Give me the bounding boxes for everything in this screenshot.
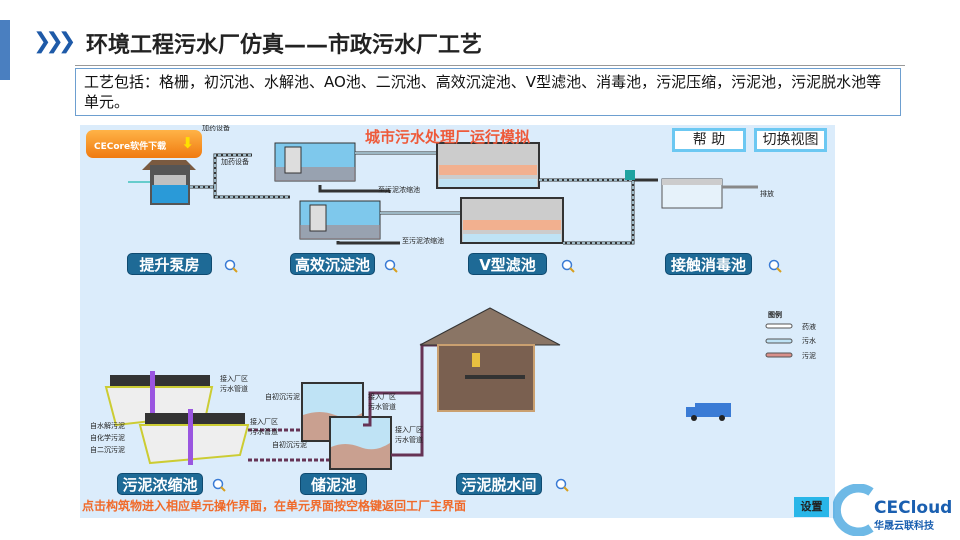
magnifier-icon[interactable] [384, 258, 398, 273]
annotation: 自化学污泥 [90, 434, 125, 442]
chevrons-icon: ❯❯❯ [33, 29, 76, 54]
pump-icon [625, 170, 635, 180]
unit-v-filter[interactable]: V型滤池 [468, 253, 547, 275]
legend-item: 污泥 [802, 352, 816, 360]
simulation-title: 城市污水处理厂运行模拟 [365, 128, 531, 146]
switch-view-button[interactable]: 切换视图 [754, 128, 827, 152]
annotation: 自水解污泥 [90, 422, 125, 430]
unit-pump-house[interactable]: 提升泵房 [127, 253, 212, 275]
cecloud-logo-icon [833, 484, 874, 536]
annotation: 至污泥浓缩池 [402, 237, 444, 245]
magnifier-icon[interactable] [561, 258, 575, 273]
truck-icon [686, 403, 731, 421]
magnifier-icon[interactable] [224, 258, 238, 273]
description-box: 工艺包括：格栅，初沉池、水解池、AO池、二沉池、高效沉淀池、V型滤池、消毒池，污… [75, 68, 901, 116]
high-efficiency-clarifier[interactable] [274, 142, 381, 240]
divider [75, 65, 905, 66]
unit-contact-disinfection[interactable]: 接触消毒池 [665, 253, 752, 275]
legend-title: 图例 [768, 310, 782, 319]
page-title: 环境工程污水厂仿真——市政污水厂工艺 [86, 33, 483, 58]
sludge-thickener[interactable] [104, 371, 250, 465]
pump-house-structure[interactable] [128, 160, 196, 205]
annotation: 自初沉污泥 [272, 441, 307, 449]
process-diagram [104, 142, 793, 470]
legend-item: 药液 [802, 323, 816, 331]
v-filter[interactable] [436, 142, 564, 244]
contact-disinfection-tank[interactable] [661, 178, 723, 209]
download-label: CECore软件下载 [94, 142, 167, 152]
brand-name: CECloud [874, 498, 953, 518]
unit-sludge-thickener[interactable]: 污泥浓缩池 [117, 473, 203, 495]
legend-item: 污水 [802, 337, 816, 345]
accent-bar [0, 20, 10, 80]
annotation: 接入厂区污水管道 [395, 426, 423, 444]
annotation: 接入厂区污水管道 [368, 393, 396, 411]
brand-subtitle: 华晟云联科技 [874, 521, 934, 532]
annotation: 接入厂区污水管道 [220, 375, 248, 393]
unit-sludge-dewatering[interactable]: 污泥脱水间 [456, 473, 542, 495]
download-button[interactable]: CECore软件下载 ⬇ [86, 130, 202, 158]
sludge-dewatering-house[interactable] [419, 307, 561, 412]
unit-sludge-storage[interactable]: 储泥池 [300, 473, 367, 495]
magnifier-icon[interactable] [768, 258, 782, 273]
annotation: 加药设备 [202, 125, 230, 132]
annotation: 接入厂区污水管道 [250, 418, 278, 436]
settings-button[interactable]: 设置 [794, 497, 829, 517]
annotation: 排放 [760, 190, 774, 198]
hint-text: 点击构筑物进入相应单元操作界面，在单元界面按空格键返回工厂主界面 [82, 499, 467, 513]
annotation: 至污泥浓缩池 [378, 186, 420, 194]
annotation: 自二沉污泥 [90, 446, 125, 454]
download-arrow-icon: ⬇ [181, 134, 194, 152]
help-button[interactable]: 帮 助 [672, 128, 746, 152]
magnifier-icon[interactable] [212, 477, 226, 492]
simulation-panel: CECore软件下载 ⬇ 城市污水处理厂运行模拟 帮 助 切换视图 加药设备 加… [80, 125, 835, 518]
annotation: 自初沉污泥 [265, 393, 300, 401]
sludge-storage-tank[interactable] [301, 382, 392, 470]
unit-high-efficiency-clarifier[interactable]: 高效沉淀池 [290, 253, 375, 275]
magnifier-icon[interactable] [555, 477, 569, 492]
annotation: 加药设备 [221, 158, 249, 166]
legend [765, 323, 793, 358]
